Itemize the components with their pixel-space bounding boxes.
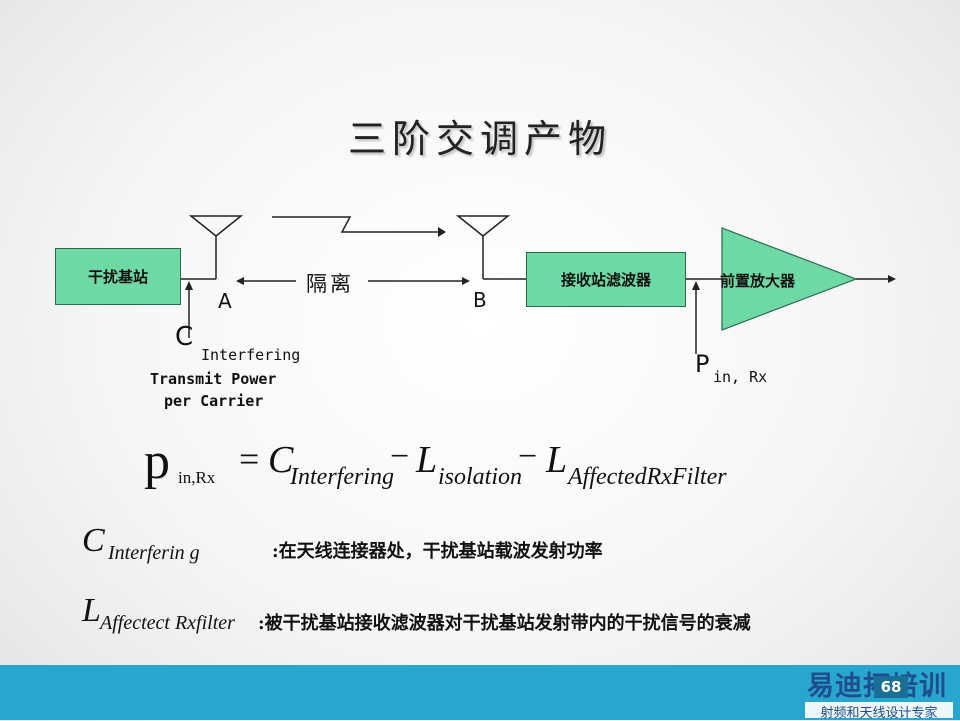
- radio-link-path: [272, 216, 438, 233]
- definition-l: L Affectect Rxfilter :被干扰基站接收滤波器对干扰基站发射带…: [82, 592, 942, 642]
- p-letter: P: [695, 350, 710, 378]
- c-subscript: Interfering: [201, 346, 301, 364]
- formula-l1-sub: isolation: [438, 464, 523, 490]
- isolation-label: 隔离: [306, 272, 354, 296]
- formula: p in,Rx = C Interfering − L isolation − …: [144, 432, 784, 492]
- formula-minus-2: −: [518, 438, 538, 475]
- formula-c-sub: Interfering: [290, 464, 394, 490]
- definition-l-sub: Affectect Rxfilter: [100, 612, 235, 634]
- definition-c-symbol: C: [82, 522, 105, 559]
- interfering-bs-box: 干扰基站: [55, 248, 181, 305]
- output-arrowhead: [888, 275, 896, 283]
- c-letter: C: [175, 322, 194, 352]
- antenna-a-icon: [188, 215, 244, 237]
- formula-minus-1: −: [390, 438, 410, 475]
- rx-filter-box: 接收站滤波器: [526, 252, 686, 307]
- formula-l2-sub: AffectedRxFilter: [568, 464, 727, 490]
- per-carrier-label: per Carrier: [164, 392, 264, 410]
- preamp-label: 前置放大器: [720, 272, 796, 290]
- formula-l1: L: [416, 439, 438, 481]
- definition-c-sub: Interferin g: [108, 542, 200, 564]
- transmit-power-label: Transmit Power: [150, 370, 277, 388]
- amplifier-triangle: [721, 227, 858, 331]
- point-a-label: A: [218, 289, 232, 313]
- footer-bar: [0, 665, 960, 720]
- definition-c-text: :在天线连接器处，干扰基站载波发射功率: [272, 541, 603, 562]
- slide-title: 三阶交调产物: [347, 117, 612, 161]
- definition-l-symbol: L: [82, 592, 101, 629]
- antenna-b-icon: [455, 215, 511, 237]
- definition-c: C Interferin g :在天线连接器处，干扰基站载波发射功率: [82, 522, 882, 572]
- radio-link-arrowhead: [438, 227, 446, 237]
- definition-l-text: :被干扰基站接收滤波器对干扰基站发射带内的干扰信号的衰减: [258, 613, 751, 634]
- formula-equals: =: [239, 439, 260, 479]
- brand-tagline: 射频和天线设计专家: [805, 702, 953, 721]
- formula-l2: L: [546, 439, 568, 481]
- page-number: 68: [874, 676, 908, 698]
- formula-p-sub: in,Rx: [178, 468, 216, 487]
- brand-logo: 易迪拓培训 射频和天线设计专家: [803, 662, 953, 721]
- point-b-label: B: [473, 288, 487, 312]
- p-subscript: in, Rx: [713, 368, 768, 386]
- formula-p: p: [144, 433, 170, 490]
- formula-c: C: [268, 439, 294, 481]
